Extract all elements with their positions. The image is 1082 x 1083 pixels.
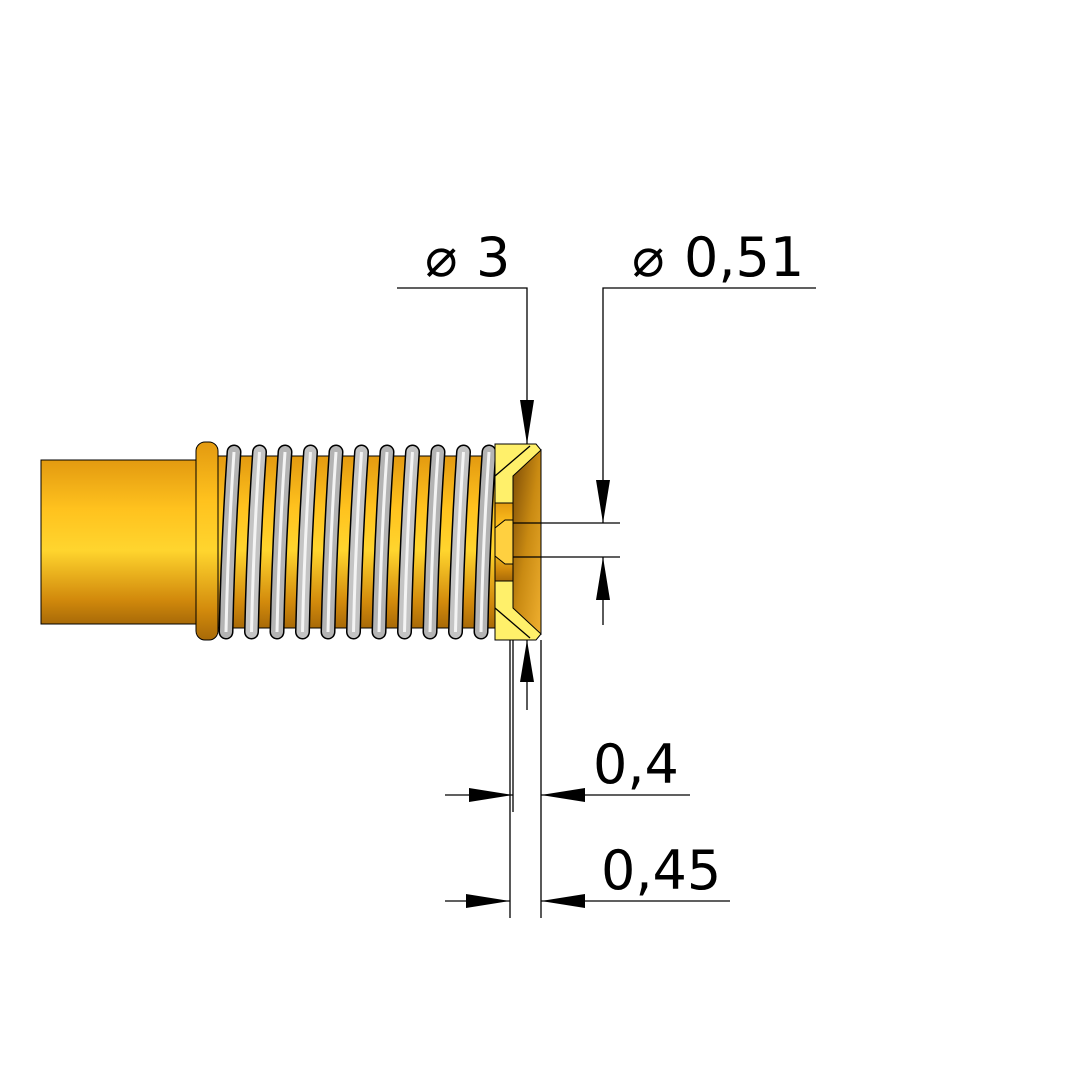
spring-coil-highlight — [301, 451, 312, 633]
dim-outer-diameter-value: 3 — [476, 226, 510, 289]
dimension-lines — [397, 287, 816, 918]
spring-coil-highlight — [352, 451, 363, 633]
plunger-shaft — [40, 459, 202, 625]
spring-coil-highlight — [454, 451, 465, 633]
spring-coil-highlight — [250, 451, 261, 633]
spring-coil-highlight — [403, 451, 414, 633]
spring-coil-highlight — [275, 451, 287, 633]
spring-coil-highlight — [479, 451, 491, 633]
spring-coil-highlight — [224, 451, 236, 633]
spring-coil-highlight — [428, 451, 440, 633]
dim-tip-length: 0,45 — [601, 839, 721, 902]
dim-outer-diameter-symbol: ⌀ — [425, 226, 458, 289]
dim-face-width: 0,4 — [593, 733, 679, 796]
spring-coil-highlight — [377, 451, 389, 633]
dim-hole-diameter-value: 0,51 — [684, 226, 804, 289]
collar — [195, 441, 219, 641]
dim-hole-diameter-symbol: ⌀ — [632, 226, 665, 289]
spring — [218, 444, 497, 640]
probe-tip — [494, 443, 542, 641]
spring-coil-highlight — [326, 451, 338, 633]
